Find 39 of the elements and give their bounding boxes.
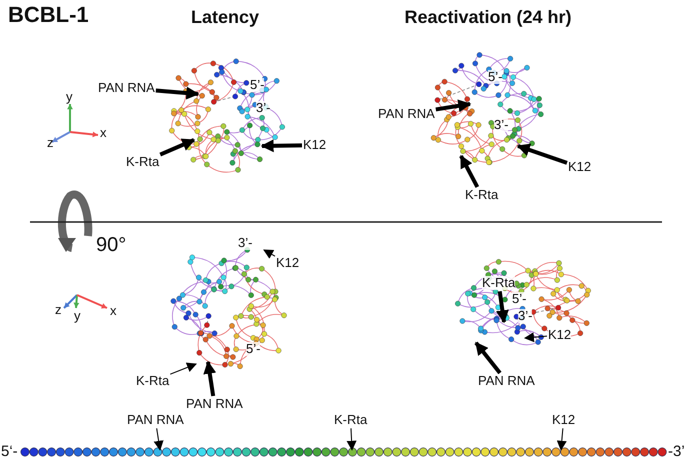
axis-label: z (47, 136, 54, 150)
arrow (159, 138, 196, 156)
axis-label: x (110, 304, 116, 318)
arrow (156, 86, 200, 100)
end-label: 5’- (250, 78, 264, 92)
end-label: 5’- (488, 70, 502, 84)
arrow (260, 139, 302, 152)
gene-label: K-Rta (465, 188, 498, 202)
panel-heading: Latency (190, 8, 260, 28)
gene-label: K-Rta (136, 374, 170, 388)
axis-label: x (100, 126, 106, 140)
arrow (524, 332, 548, 342)
arrow (263, 250, 276, 259)
arrow (154, 428, 164, 451)
arrow (203, 360, 216, 396)
end-label: 3’- (518, 309, 532, 324)
figure-title: BCBL-1 (8, 3, 89, 28)
chromatin-model-drawing (455, 259, 591, 346)
arrow (436, 99, 472, 112)
end-label: 3’- (238, 236, 252, 250)
arrow (474, 342, 502, 374)
axis-label: y (74, 309, 80, 324)
axis-label: z (55, 303, 62, 318)
arrow (556, 428, 567, 451)
arrow (459, 154, 480, 188)
gene-label: K-Rta (126, 155, 160, 170)
chromatin-model-drawing (169, 58, 285, 173)
gene-label: K-Rta (334, 413, 368, 428)
rotation-angle-label: 90° (96, 234, 126, 256)
panel-heading: Reactivation (24 hr) (404, 8, 572, 28)
end-label: 5’- (512, 292, 526, 306)
end-label: 3’- (256, 101, 270, 116)
arrow (346, 428, 357, 451)
bead-strip-drawing (20, 448, 667, 456)
arrow (170, 362, 197, 375)
axis-label: y (66, 90, 72, 104)
end-label: 5’- (246, 342, 260, 356)
end-label: 3’- (494, 118, 508, 132)
arrow (516, 144, 568, 165)
